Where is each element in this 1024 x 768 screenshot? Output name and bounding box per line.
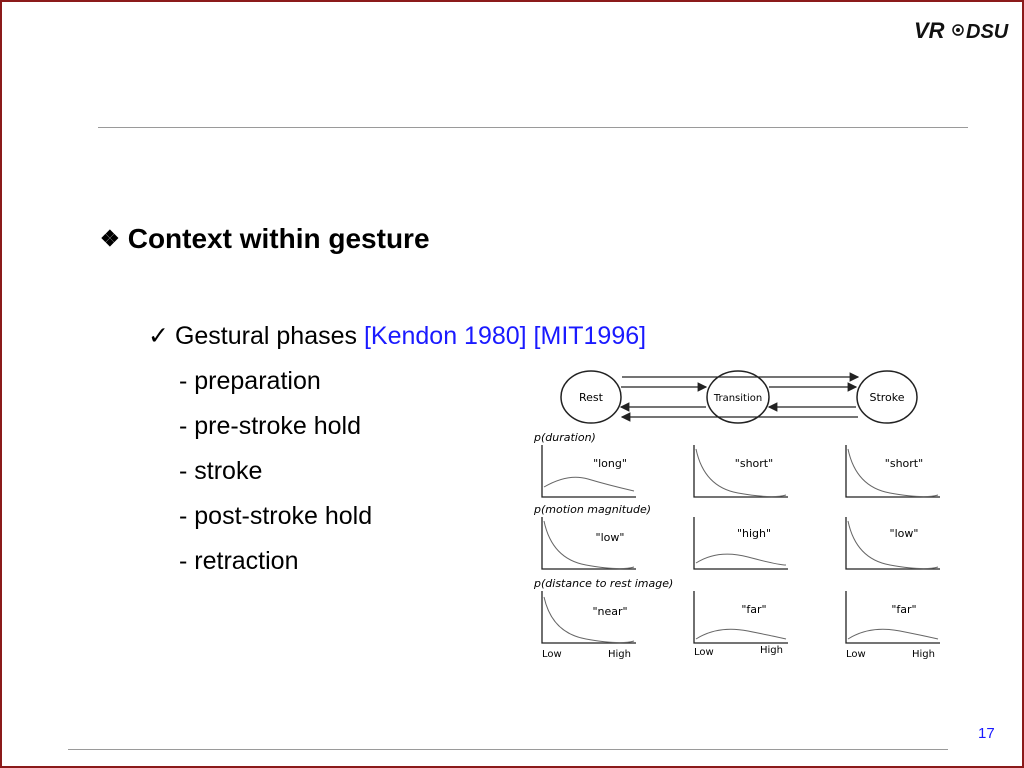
axis-low-label: Low	[846, 649, 866, 660]
axis-high-label: High	[608, 649, 631, 660]
gestural-phases-item: ✓Gestural phases [Kendon 1980] [MIT1996]	[148, 321, 646, 351]
mini-plot: "high"	[693, 517, 788, 570]
mini-plot: "far"	[845, 591, 940, 644]
mini-plot: "short"	[693, 445, 788, 498]
mini-plot: "long"	[541, 445, 636, 498]
svg-text:"far": "far"	[741, 603, 766, 616]
reference-citation: [Kendon 1980] [MIT1996]	[363, 322, 647, 350]
svg-text:DSU: DSU	[966, 21, 1009, 43]
svg-text:"low": "low"	[596, 531, 625, 544]
phase-item: - stroke	[179, 457, 263, 485]
axis-high-label: High	[912, 649, 935, 660]
row-label: p(motion magnitude)	[533, 503, 651, 516]
vr-dsu-logo: VR DSU	[912, 14, 1012, 44]
mini-plot: "short"	[845, 445, 940, 498]
state-rest: Rest	[560, 370, 622, 424]
mini-plot: "near"	[541, 591, 636, 644]
page-number: 17	[978, 725, 995, 742]
svg-text:"near": "near"	[592, 605, 627, 618]
state-stroke: Stroke	[856, 370, 918, 424]
diamond-bullet-icon: ❖	[100, 226, 120, 251]
svg-text:Transition: Transition	[713, 393, 762, 404]
slide-heading: ❖ Context within gesture	[100, 223, 430, 255]
svg-text:"far": "far"	[891, 603, 916, 616]
phase-item: - post-stroke hold	[179, 502, 373, 530]
row-label: p(distance to rest image)	[533, 577, 673, 590]
svg-text:Rest: Rest	[579, 391, 604, 404]
heading-text: Context within gesture	[127, 223, 430, 254]
subheading-text: Gestural phases	[174, 322, 364, 350]
top-divider	[98, 127, 968, 128]
svg-text:Stroke: Stroke	[869, 391, 904, 404]
phase-item: - pre-stroke hold	[179, 412, 362, 440]
axis-low-label: Low	[694, 647, 714, 658]
row-label: p(duration)	[533, 431, 596, 444]
svg-text:"high": "high"	[737, 527, 771, 540]
bottom-divider	[68, 749, 948, 750]
state-transition: Transition	[706, 370, 770, 424]
gesture-phase-figure: Rest Transition Stroke p(duration) p(mot…	[528, 363, 948, 668]
checkmark-icon: ✓	[148, 322, 169, 350]
svg-text:"short": "short"	[885, 457, 923, 470]
axis-high-label: High	[760, 645, 783, 656]
mini-plot: "low"	[845, 517, 940, 570]
svg-text:VR: VR	[914, 18, 945, 43]
phase-item: - retraction	[179, 547, 299, 575]
svg-text:"low": "low"	[890, 527, 919, 540]
phase-item: - preparation	[179, 367, 321, 395]
axis-low-label: Low	[542, 649, 562, 660]
mini-plot: "low"	[541, 517, 636, 570]
svg-text:"long": "long"	[593, 457, 627, 470]
svg-text:"short": "short"	[735, 457, 773, 470]
mini-plot: "far"	[693, 591, 788, 644]
